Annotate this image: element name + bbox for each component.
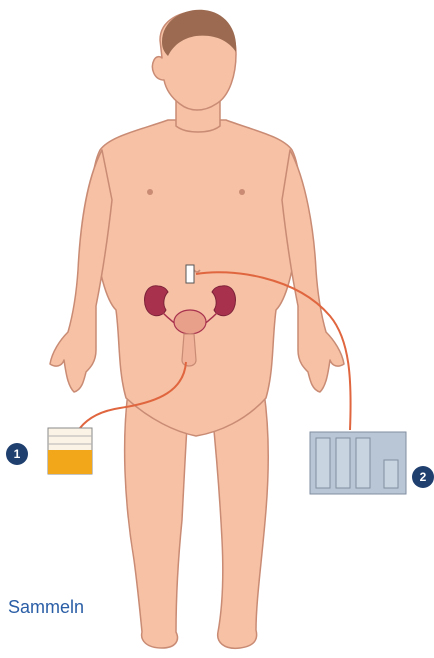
right-arm <box>282 150 344 392</box>
marker-1-badge: 1 <box>6 443 28 465</box>
marker-2-badge: 2 <box>412 466 434 488</box>
catheter-port <box>186 265 194 283</box>
torso <box>92 120 299 436</box>
collection-bag <box>48 428 92 474</box>
chest-mark <box>147 189 153 195</box>
left-arm <box>50 150 112 392</box>
bladder <box>174 310 206 334</box>
right-leg <box>212 392 268 648</box>
urine-level <box>48 450 92 474</box>
urethra <box>182 334 196 366</box>
collection-device <box>310 432 406 494</box>
chest-mark <box>239 189 245 195</box>
caption-label: Sammeln <box>8 597 84 618</box>
